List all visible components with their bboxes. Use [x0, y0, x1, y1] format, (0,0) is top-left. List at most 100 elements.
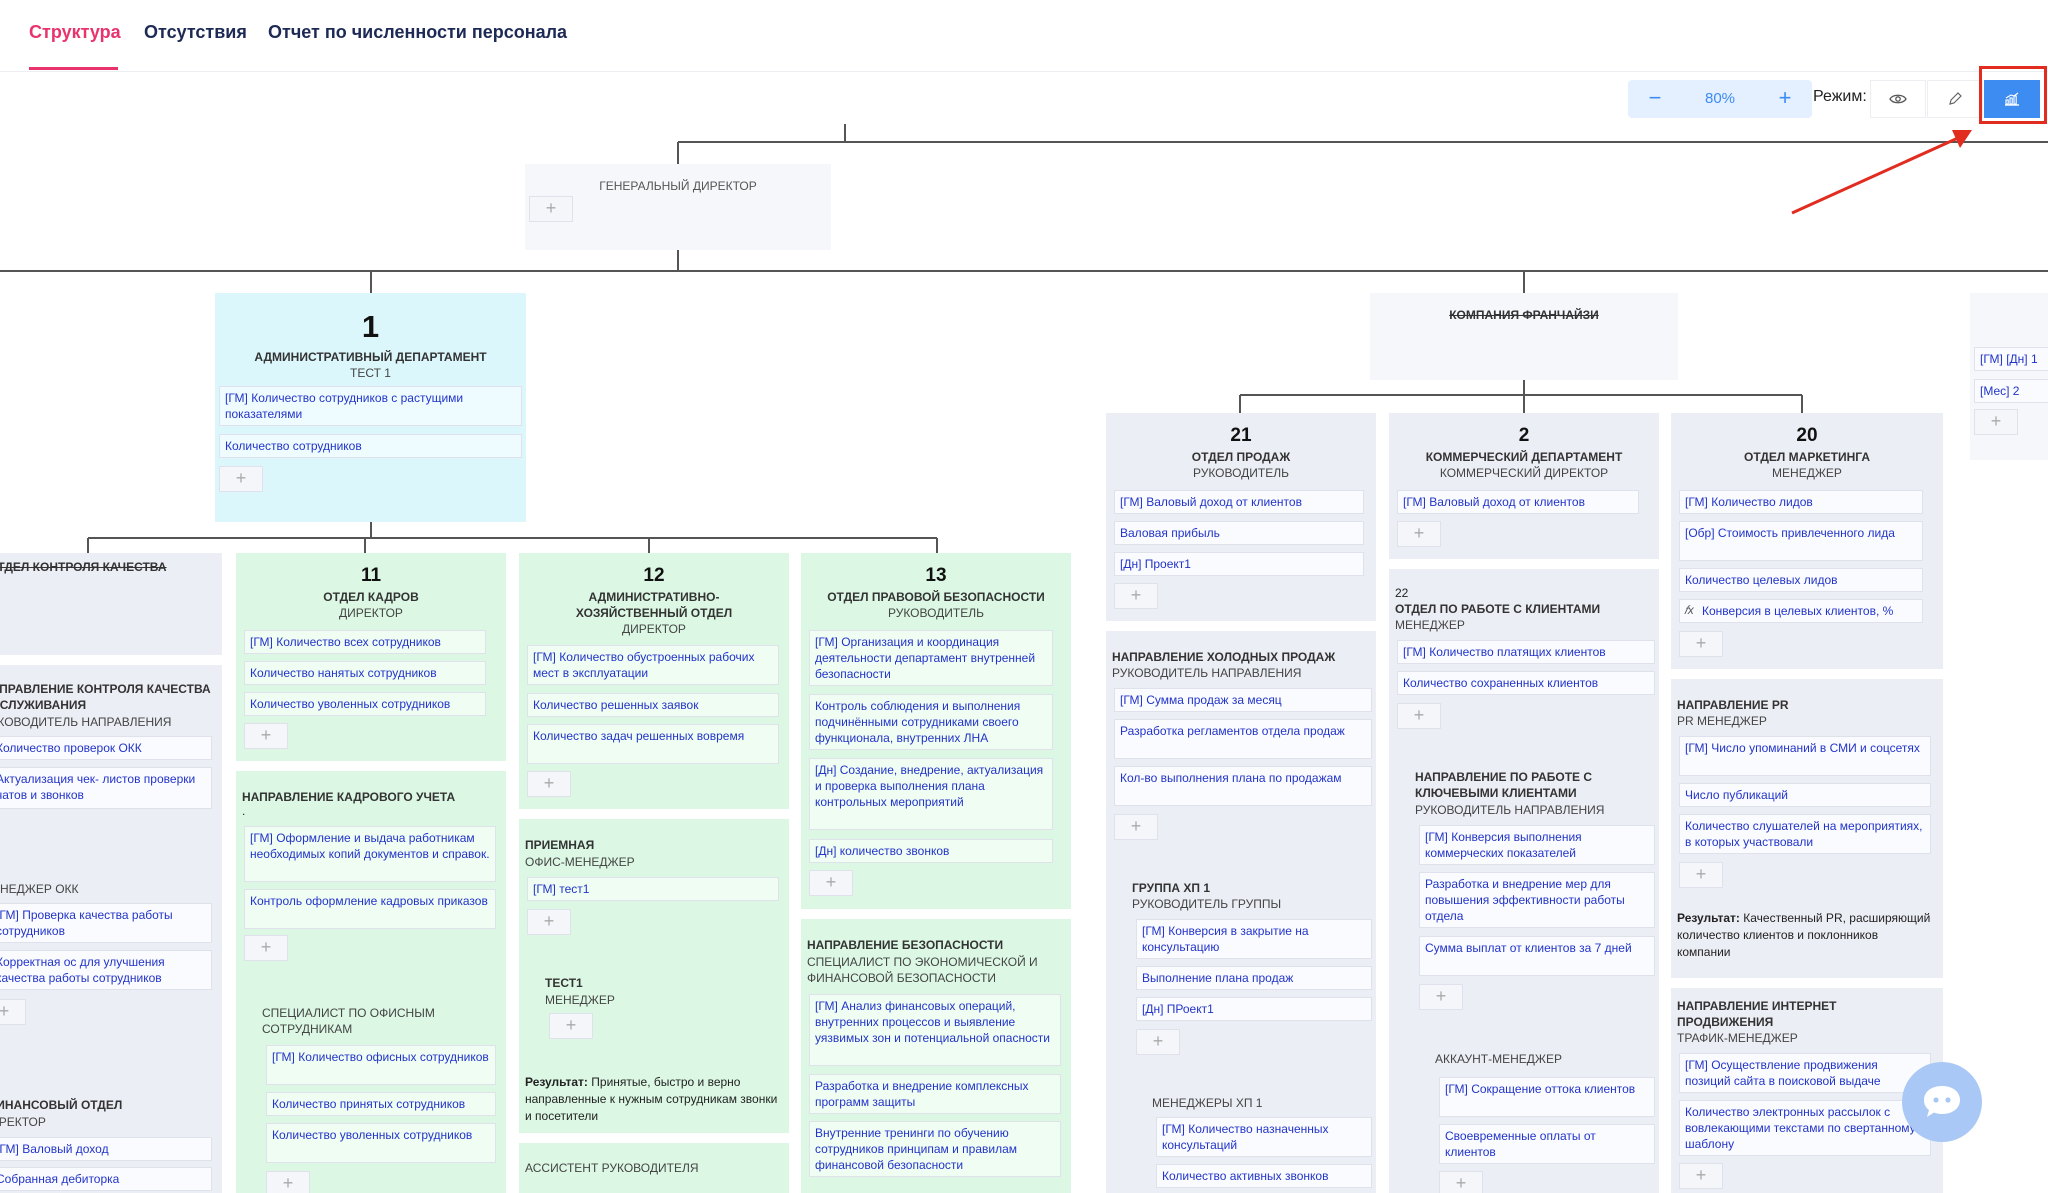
metric-item[interactable]: [Дн] Проект1: [1114, 552, 1364, 576]
metric-item[interactable]: Количество проверок ОКК: [0, 736, 212, 760]
card-partial-right[interactable]: [ГМ] [Дн] 1 [Мес] 2 +: [1970, 293, 2048, 460]
card-legal-security[interactable]: 13 ОТДЕЛ ПРАВОВОЙ БЕЗОПАСНОСТИ РУКОВОДИТ…: [801, 553, 1071, 1193]
add-button[interactable]: +: [1439, 1171, 1483, 1193]
metric-item[interactable]: [ГМ] Сокращение оттока клиентов: [1439, 1077, 1655, 1117]
chart-mode-button[interactable]: [1984, 80, 2040, 118]
add-button[interactable]: +: [549, 1013, 593, 1039]
add-button[interactable]: +: [1397, 521, 1441, 547]
metric-item[interactable]: [ГМ] Валовый доход от клиентов: [1397, 490, 1639, 514]
metric-item[interactable]: [ГМ] Количество платящих клиентов: [1397, 640, 1655, 664]
metric-item[interactable]: Корректная ос для улучшения качества раб…: [0, 950, 212, 990]
add-button[interactable]: +: [266, 1171, 310, 1193]
metric-item[interactable]: [ГМ] Валовый доход от клиентов: [1114, 490, 1364, 514]
add-button[interactable]: +: [527, 771, 571, 797]
metric-item[interactable]: [ГМ] Количество обустроенных рабочих мес…: [527, 645, 779, 685]
metric-item[interactable]: Разработка регламентов отдела продаж: [1114, 719, 1372, 759]
card-hr-department[interactable]: 11 ОТДЕЛ КАДРОВ ДИРЕКТОР [ГМ] Количество…: [236, 553, 506, 1193]
tab-structure[interactable]: Структура: [29, 22, 121, 42]
metric-item[interactable]: [Обр] Стоимость привлеченного лида: [1679, 521, 1923, 561]
metric-item[interactable]: Контроль оформление кадровых приказов: [244, 889, 496, 929]
add-button[interactable]: +: [809, 870, 853, 896]
metric-item[interactable]: [ГМ] Осуществление продвижения позиций с…: [1679, 1053, 1931, 1093]
metric-item[interactable]: Количество уволенных сотрудников: [266, 1123, 496, 1163]
zoom-in-button[interactable]: +: [1778, 85, 1792, 110]
metric-item[interactable]: Разработка и внедрение комплексных прогр…: [809, 1074, 1061, 1114]
tab-headcount-report[interactable]: Отчет по численности персонала: [268, 22, 568, 42]
metric-item[interactable]: [ГМ] Конверсия выполнения коммерческих п…: [1419, 825, 1655, 865]
metric-item[interactable]: [ГМ] Конверсия в закрытие на консультаци…: [1136, 919, 1372, 959]
add-button[interactable]: +: [244, 723, 288, 749]
metric-item[interactable]: Актуализация чек- листов проверки чатов …: [0, 767, 212, 809]
add-button[interactable]: +: [1114, 583, 1158, 609]
add-button[interactable]: +: [1136, 1029, 1180, 1055]
metric-item[interactable]: Валовая прибыль: [1114, 521, 1364, 545]
metric-item[interactable]: [ГМ] Количество офисных сотрудников: [266, 1045, 496, 1085]
metric-item[interactable]: Собранная дебиторка: [0, 1167, 212, 1191]
metric-item[interactable]: Разработка и внедрение мер для повышения…: [1419, 872, 1655, 928]
metric-item[interactable]: [ГМ] Количество всех сотрудников: [244, 630, 486, 654]
add-button[interactable]: +: [219, 466, 263, 492]
card-general-director[interactable]: ГЕНЕРАЛЬНЫЙ ДИРЕКТОР +: [525, 164, 831, 250]
add-button[interactable]: +: [1679, 862, 1723, 888]
add-button[interactable]: +: [1974, 409, 2018, 435]
metric-item[interactable]: Количество решенных заявок: [527, 693, 779, 717]
metric-item[interactable]: Кол-во выполнения плана по продажам: [1114, 766, 1372, 806]
metric-item[interactable]: [ГМ] Количество назначенных консультаций: [1156, 1117, 1372, 1157]
metric-item[interactable]: [Дн] количество звонков: [809, 839, 1053, 863]
metric-item[interactable]: Контроль соблюдения и выполнения подчинё…: [809, 694, 1053, 750]
metric-item[interactable]: [ГМ] Количество лидов: [1679, 490, 1923, 514]
metric-item[interactable]: [ГМ] Оформление и выдача работникам необ…: [244, 826, 496, 882]
card-franchise-company[interactable]: КОМПАНИЯ ФРАНЧАЙЗИ: [1370, 293, 1678, 380]
metric-item[interactable]: [ГМ] Валовый доход: [0, 1137, 212, 1161]
card-sales-department[interactable]: 21 ОТДЕЛ ПРОДАЖ РУКОВОДИТЕЛЬ [ГМ] Валовы…: [1106, 413, 1376, 1193]
metric-item[interactable]: Количество принятых сотрудников: [266, 1092, 496, 1116]
card-title: АДМИНИСТРАТИВНЫЙ ДЕПАРТАМЕНТ: [254, 350, 487, 364]
metric-item[interactable]: Количество сотрудников: [219, 434, 522, 458]
metric-item[interactable]: Внутренние тренинги по обучению сотрудни…: [809, 1121, 1061, 1177]
metric-item[interactable]: [ГМ] Сумма продаж за месяц: [1114, 688, 1372, 712]
add-button[interactable]: +: [1679, 631, 1723, 657]
add-button[interactable]: +: [529, 196, 573, 222]
metric-item[interactable]: [Мес] 2: [1974, 379, 2048, 403]
metric-item[interactable]: Выполнение плана продаж: [1136, 966, 1372, 990]
add-button[interactable]: +: [1419, 984, 1463, 1010]
metric-item[interactable]: [ГМ] Проверка качества работы сотруднико…: [0, 903, 212, 943]
card-admin-department[interactable]: 1 АДМИНИСТРАТИВНЫЙ ДЕПАРТАМЕНТ ТЕСТ 1 [Г…: [215, 293, 526, 522]
add-button[interactable]: +: [1397, 703, 1441, 729]
metric-item[interactable]: Сумма выплат от клиентов за 7 дней: [1419, 936, 1655, 976]
metric-item[interactable]: [ГМ] Организация и координация деятельно…: [809, 630, 1053, 686]
metric-item[interactable]: [ГМ] Число упоминаний в СМИ и соцсетях: [1679, 736, 1931, 776]
chat-widget-button[interactable]: [1902, 1062, 1982, 1142]
mode-label: Режим:: [1813, 88, 1867, 105]
metric-item[interactable]: [ГМ] [Дн] 1: [1974, 347, 2048, 371]
tab-absences[interactable]: Отсутствия: [144, 22, 247, 42]
metric-item[interactable]: 𝑓x Конверсия в целевых клиентов, %: [1679, 599, 1923, 623]
metric-item[interactable]: [Дн] Создание, внедрение, актуализация и…: [809, 758, 1053, 830]
view-mode-button[interactable]: [1870, 80, 1926, 118]
card-ahd-department[interactable]: 12 АДМИНИСТРАТИВНО-ХОЗЯЙСТВЕННЫЙ ОТДЕЛ Д…: [519, 553, 789, 1193]
card-marketing-department[interactable]: 20 ОТДЕЛ МАРКЕТИНГА МЕНЕДЖЕР [ГМ] Количе…: [1671, 413, 1943, 1193]
metric-item[interactable]: Количество уволенных сотрудников: [244, 692, 486, 716]
edit-mode-button[interactable]: [1927, 80, 1983, 118]
metric-item[interactable]: Количество активных звонков: [1156, 1164, 1372, 1188]
card-quality-control[interactable]: ОТДЕЛ КОНТРОЛЯ КАЧЕСТВА НАПРАВЛЕНИЕ КОНТ…: [0, 553, 222, 1193]
card-commercial-department[interactable]: 2 КОММЕРЧЕСКИЙ ДЕПАРТАМЕНТ КОММЕРЧЕСКИЙ …: [1389, 413, 1659, 1193]
metric-item[interactable]: Количество электронных рассылок с вовлек…: [1679, 1100, 1931, 1156]
metric-item[interactable]: [ГМ] Анализ финансовых операций, внутрен…: [809, 994, 1061, 1066]
add-button[interactable]: +: [1679, 1163, 1723, 1189]
metric-item[interactable]: [ГМ] тест1: [527, 877, 779, 901]
metric-item[interactable]: Количество целевых лидов: [1679, 568, 1923, 592]
metric-item[interactable]: Число публикаций: [1679, 783, 1931, 807]
metric-item[interactable]: Количество сохраненных клиентов: [1397, 671, 1655, 695]
metric-item[interactable]: Количество задач решенных вовремя: [527, 724, 779, 764]
metric-item[interactable]: Своевременные оплаты от клиентов: [1439, 1124, 1655, 1164]
metric-item[interactable]: Количество слушателей на мероприятиях, в…: [1679, 814, 1931, 854]
metric-item[interactable]: Количество нанятых сотрудников: [244, 661, 486, 685]
zoom-out-button[interactable]: −: [1648, 85, 1662, 110]
metric-item[interactable]: [ГМ] Количество сотрудников с растущими …: [219, 386, 522, 426]
metric-item[interactable]: [Дн] ПРоект1: [1136, 997, 1372, 1021]
add-button[interactable]: +: [1114, 814, 1158, 840]
add-button[interactable]: +: [244, 935, 288, 961]
add-button[interactable]: +: [527, 909, 571, 935]
add-button[interactable]: +: [0, 999, 26, 1025]
